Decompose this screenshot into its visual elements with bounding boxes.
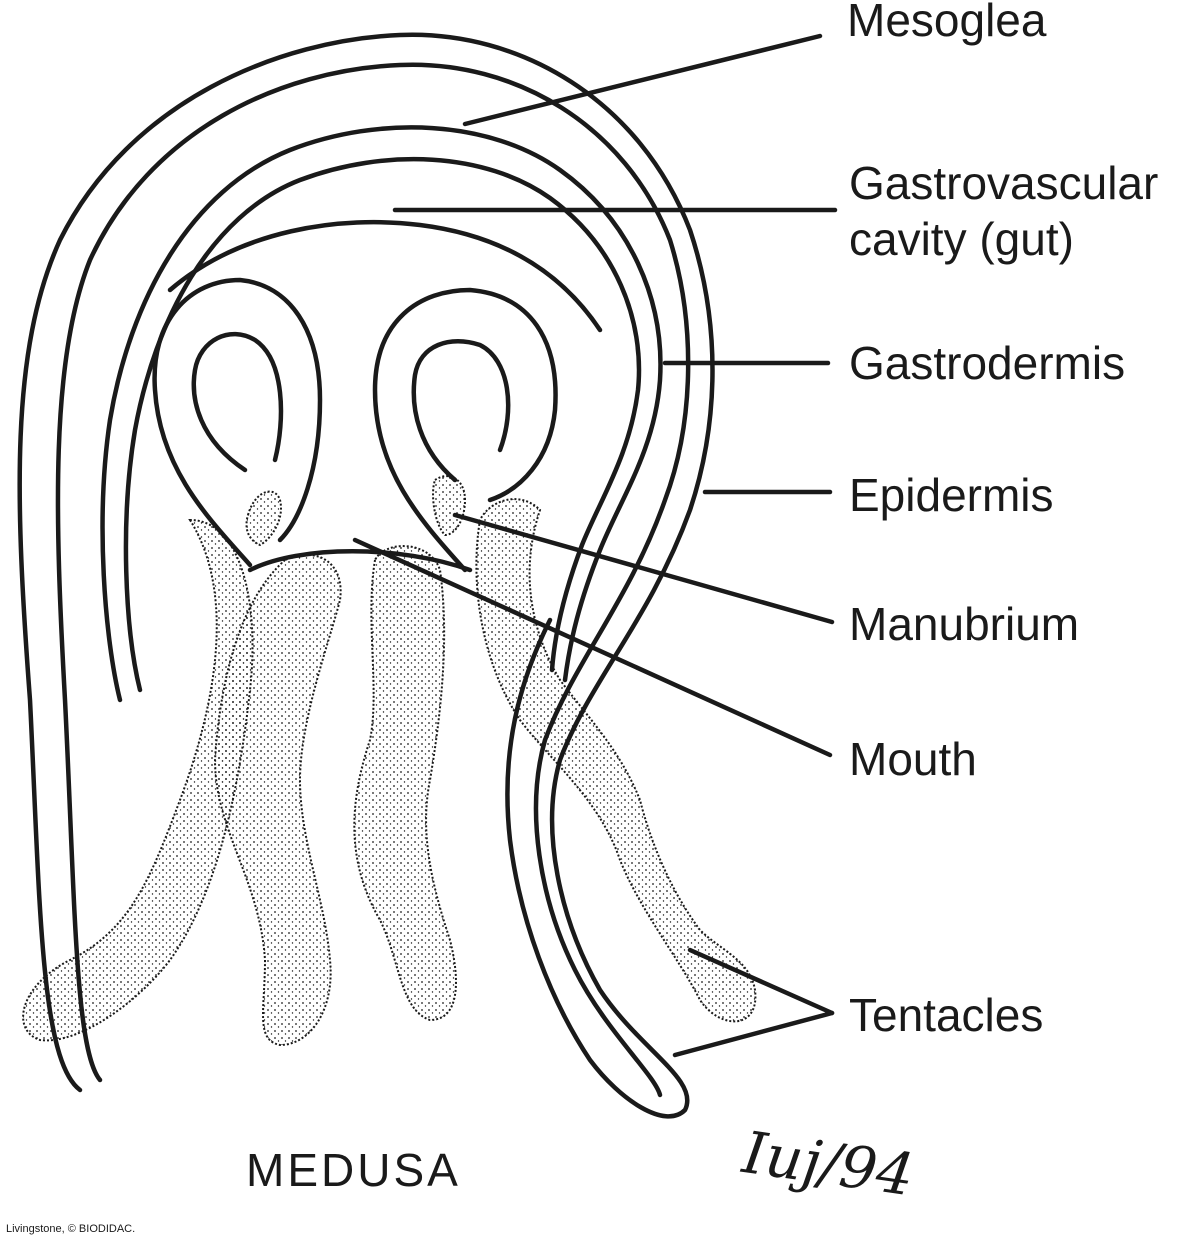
manubrium-stipple-left (245, 490, 282, 547)
canal-left-outer (152, 277, 323, 568)
canal-right-outer (372, 287, 558, 573)
handwritten-signature: Iuj/94 (738, 1118, 918, 1209)
tentacle-left-inner (213, 554, 342, 1047)
tentacles-stippled (22, 475, 757, 1047)
label-gastrovascular-line1: Gastrovascular (849, 157, 1158, 209)
label-gastrodermis: Gastrodermis (849, 337, 1125, 389)
credit-text: Livingstone, © BIODIDAC. (6, 1223, 135, 1235)
label-epidermis: Epidermis (849, 469, 1054, 521)
bell-gastrodermis-inner (123, 156, 642, 693)
leader-tentacles-upper (687, 947, 835, 1016)
canal-left-inner (191, 331, 284, 473)
manubrium-stipple-right (432, 475, 467, 537)
bell-epidermis-inner (55, 62, 691, 1098)
tentacle-left-far (22, 518, 254, 1042)
bell-gastrodermis-outer (100, 125, 663, 703)
labels: Mesoglea Gastrovascular cavity (gut) Gas… (847, 0, 1158, 1041)
diagram-title: MEDUSA (246, 1144, 461, 1196)
label-manubrium: Manubrium (849, 598, 1079, 650)
canal-right-inner (411, 339, 511, 483)
label-mouth: Mouth (849, 733, 977, 785)
label-tentacles: Tentacles (849, 989, 1043, 1041)
subumbrella-arc (167, 219, 603, 333)
bell (17, 32, 715, 1119)
tentacle-right-inner (475, 498, 757, 1023)
leader-tentacles-lower (672, 1010, 835, 1058)
leader-mesoglea (462, 33, 823, 127)
leader-mouth (352, 537, 833, 758)
leader-lines (352, 33, 838, 1058)
label-gastrovascular-line2: cavity (gut) (849, 213, 1074, 265)
bell-epidermis-outer (17, 32, 715, 1119)
tentacle-center (353, 545, 457, 1022)
leader-manubrium (452, 512, 835, 625)
label-mesoglea: Mesoglea (847, 0, 1047, 46)
mouth-opening (247, 549, 473, 573)
